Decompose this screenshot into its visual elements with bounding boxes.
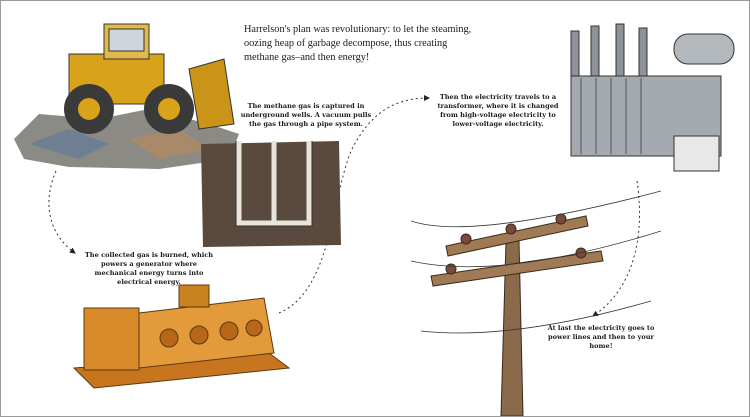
arrow-transformer-to-powerlines bbox=[592, 180, 640, 317]
arrow-landfill-to-generator bbox=[48, 170, 76, 254]
arrow-generator-to-transformer bbox=[278, 95, 430, 314]
caption-power-lines: At last the electricity goes to power li… bbox=[547, 324, 655, 350]
landfill-compactor-illustration bbox=[14, 23, 239, 169]
intro-text: Harrelson's plan was revolutionary: to l… bbox=[244, 24, 472, 63]
utility-pole-illustration bbox=[411, 190, 661, 416]
caption-generator: The collected gas is burned, which power… bbox=[84, 251, 214, 286]
caption-methane: The methane gas is captured in undergrou… bbox=[240, 102, 372, 128]
generator-illustration bbox=[72, 284, 291, 389]
caption-transformer: Then the electricity travels to a transf… bbox=[437, 93, 559, 128]
methane-well-illustration bbox=[201, 141, 341, 247]
transformer-illustration bbox=[570, 23, 735, 172]
